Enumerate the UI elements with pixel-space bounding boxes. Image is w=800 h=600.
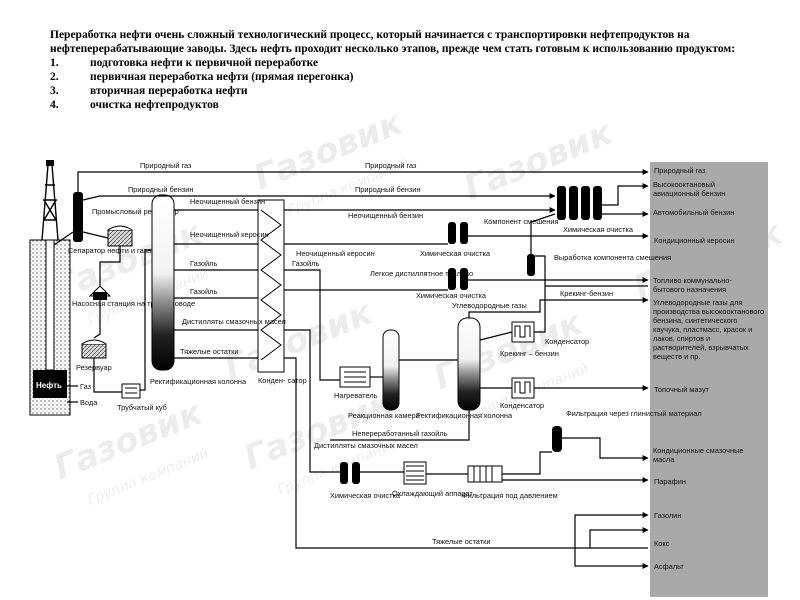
product-item: Углеводородные газы для производства выс…	[653, 298, 765, 361]
list-item: 4. очистка нефтепродуктов	[50, 98, 750, 112]
stream-label: Неочищенный керосин	[296, 249, 375, 258]
oil-label: Нефть	[36, 381, 62, 390]
separator-icon	[73, 192, 83, 242]
products-panel	[650, 162, 768, 597]
condenser-label: Конден- сатор	[258, 376, 307, 385]
product-item: Топочный мазут	[654, 385, 710, 394]
product-item: Автомобильный бензин	[653, 208, 735, 217]
blend-output-icon	[527, 254, 535, 276]
pump-station-label: Насосная станция на трубопроводе	[72, 299, 195, 308]
product-item: Высокооктановый авиационный бензин	[653, 180, 726, 198]
tube-furnace-label: Трубчатый куб	[117, 403, 167, 412]
stream-label: Легкое дистиллятное топливо	[370, 269, 473, 278]
stream-label: Непереработанный газойль	[352, 429, 448, 438]
rectification-column-label: Ректификационная колонна	[150, 377, 247, 386]
cooling-unit-icon	[403, 461, 427, 485]
field-tank-label: Промысловый резервуар	[92, 207, 179, 216]
product-item: Кондиционный керосин	[654, 236, 735, 245]
reaction-chamber-icon	[382, 329, 400, 411]
cracking-gasoline-unit-label: Крекинг – бензин	[500, 349, 559, 358]
stream-label: Дистилляты смазочных масел	[182, 317, 286, 326]
chemical-cleaning-4-label: Химическая очистка	[330, 491, 401, 500]
oil-derrick-icon	[41, 160, 59, 241]
rectification-column-2-icon	[457, 317, 481, 411]
cooling-unit-label: Охлаждающий аппарат	[392, 489, 473, 498]
list-item: 1. подготовка нефти к первичной переработ…	[50, 56, 750, 70]
list-item: 3. вторичная переработка нефти	[50, 84, 750, 98]
clay-filter-label: Фильтрация через глинистый материал	[566, 409, 702, 418]
intro-paragraph: Переработка нефти очень сложный технолог…	[50, 29, 736, 55]
product-item: Асфальт	[654, 562, 684, 571]
chemical-cleaning-2-label: Химическая очистка	[416, 291, 487, 300]
watermark-brand: Газовик	[48, 212, 209, 308]
step-number: 4.	[50, 99, 59, 111]
product-item: Топливо коммунально-бытового назначения	[653, 276, 732, 294]
step-text: подготовка нефти к первичной переработке	[90, 57, 319, 69]
chemical-cleaning-4-icon	[340, 462, 360, 484]
separator-label: Сепаратор нефти и газа	[68, 246, 152, 255]
step-number: 1.	[50, 57, 59, 69]
pressure-filter-label: Фильтрация под давлением	[462, 491, 558, 500]
step-number: 2.	[50, 71, 59, 83]
field-tank-icon	[107, 229, 133, 247]
stream-label: Неочищенный бензин	[348, 211, 423, 220]
product-item: Кондиционные смазочные масла	[653, 446, 744, 464]
rectification-column-icon	[151, 194, 175, 371]
product-item: Природный газ	[654, 166, 706, 175]
step-text: очистка нефтепродуктов	[90, 99, 219, 111]
oil-layer	[33, 370, 67, 398]
step-text: вторичная переработка нефти	[90, 85, 248, 97]
stream-label: Углеводородные газы	[452, 301, 527, 310]
water-label: Вода	[80, 398, 98, 407]
steps-list: 1. подготовка нефти к первичной переработ…	[50, 56, 750, 112]
condenser-3-label: Конденсатор	[500, 401, 544, 410]
product-item: Кокс	[654, 539, 670, 548]
chemical-cleaning-3-label: Химическая очистка	[563, 225, 634, 234]
product-item: Парафин	[654, 477, 686, 486]
stream-label: Природный бензин	[355, 185, 420, 194]
products-list: Природный газ Высокооктановый авиационны…	[653, 166, 765, 571]
stream-label: Дистилляты смазочных масел	[314, 441, 418, 450]
stream-label: Крекинг-бензин	[560, 289, 613, 298]
stream-label: Неочищенный бензин	[190, 197, 265, 206]
flow-lines: Природный газ Природный газ Природный бе…	[77, 161, 649, 569]
step-number: 3.	[50, 85, 59, 97]
blend-component-label: Компонент смешения	[484, 217, 558, 226]
chemical-cleaning-2-icon	[448, 268, 468, 290]
watermark-brand: Газовик	[248, 102, 409, 198]
product-item: Газолин	[654, 511, 681, 520]
chemical-cleaning-1-label: Химическая очистка	[420, 249, 491, 258]
list-item: 2. первичная переработка нефти (прямая пе…	[50, 70, 750, 84]
stream-label: Газойль	[190, 287, 217, 296]
stream-label: Природный газ	[365, 161, 417, 170]
condenser-2-label: Конденсатор	[545, 337, 589, 346]
stream-label: Газойль	[292, 259, 319, 268]
stream-label: Тяжелые остатки	[432, 537, 491, 546]
blend-output-label: Выработка компонента смешения	[554, 253, 671, 262]
well-pipe	[45, 239, 55, 371]
reservoir-icon	[81, 343, 107, 359]
reaction-chamber-label: Реакционная камера	[348, 411, 421, 420]
stream-label: Природный бензин	[128, 185, 193, 194]
gas-label: Газ	[80, 382, 92, 391]
intro-text-block: Переработка нефти очень сложный технолог…	[50, 28, 750, 112]
rectification-column-2-label: Ректификационная колонна	[416, 411, 513, 420]
clay-filter-icon	[552, 426, 562, 452]
stream-label: Неочищенный керосин	[190, 230, 269, 239]
chemical-cleaning-3-icon	[557, 186, 602, 220]
heater-label: Нагреватель	[334, 391, 378, 400]
pressure-filter-icon	[467, 465, 503, 483]
tube-furnace-icon	[121, 383, 141, 399]
stream-label: Природный газ	[140, 161, 192, 170]
step-text: первичная переработка нефти (прямая пере…	[90, 71, 354, 83]
stream-label: Газойль	[190, 259, 217, 268]
chemical-cleaning-1-icon	[448, 222, 468, 244]
stream-label: Тяжелые остатки	[180, 347, 239, 356]
